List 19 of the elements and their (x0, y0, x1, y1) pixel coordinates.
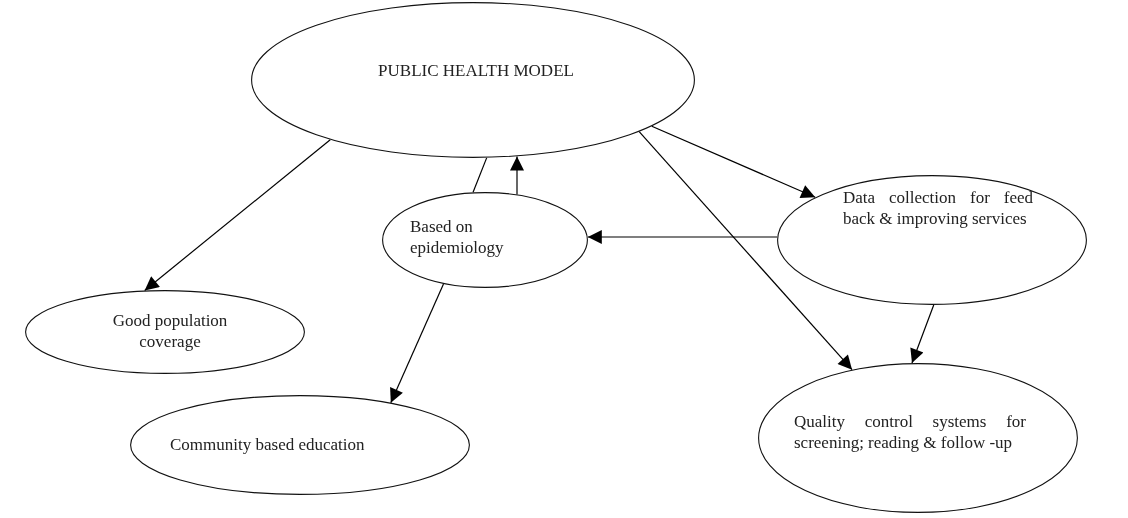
node-text: Based on epidemiology (410, 216, 505, 258)
ellipse-node (251, 2, 695, 158)
node-text: Good population coverage (111, 310, 229, 352)
node-text: Data collection for feed back & improving services (843, 187, 1033, 229)
arrow (638, 131, 853, 371)
arrow (587, 230, 778, 244)
arrow (910, 304, 935, 364)
arrow (651, 125, 816, 199)
ellipse-node (130, 395, 470, 495)
ellipse-node (758, 363, 1078, 513)
node-text: Community based education (170, 434, 366, 455)
node-text: Quality control systems for screening; reading & follow -up (794, 411, 1026, 453)
ellipse-node (382, 192, 588, 288)
ellipse-node (777, 175, 1087, 305)
arrow (144, 139, 331, 292)
arrow (510, 155, 524, 195)
node-text: PUBLIC HEALTH MODEL (377, 60, 575, 81)
ellipse-node (25, 290, 305, 374)
arrow (390, 283, 445, 404)
